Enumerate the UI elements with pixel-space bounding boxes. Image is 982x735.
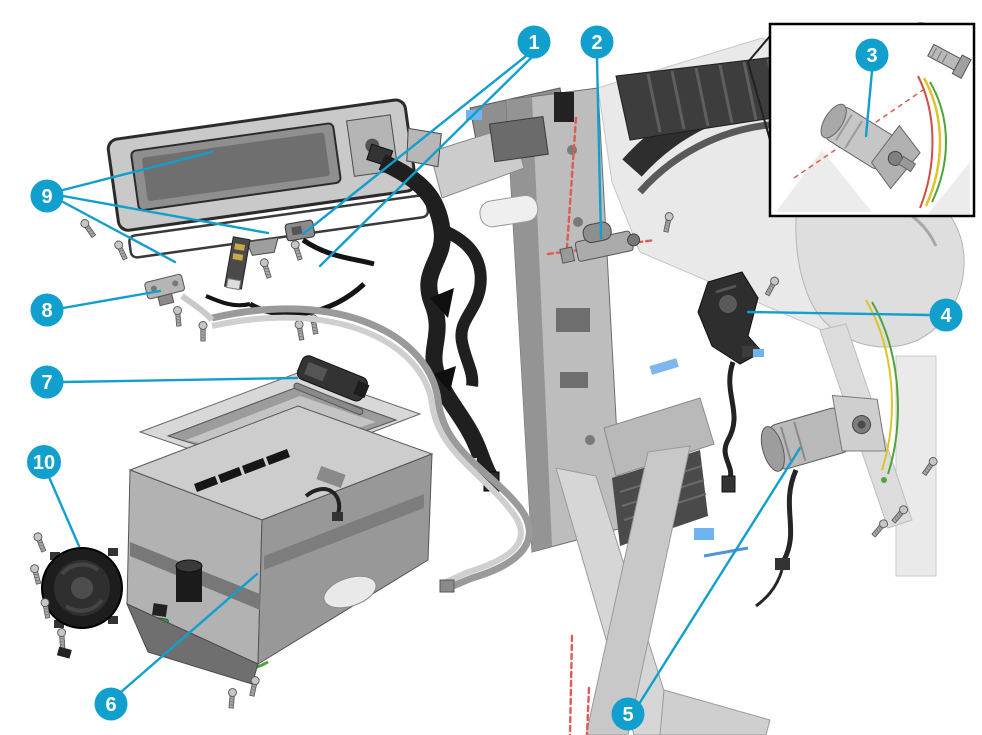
callout-7: 7 xyxy=(30,365,64,399)
cable-connector xyxy=(775,558,790,570)
callout-9-label: 9 xyxy=(41,186,52,208)
callout-10: 10 xyxy=(27,445,61,479)
sensor-cable xyxy=(301,237,375,267)
leader-lines xyxy=(47,54,931,706)
motor-cable xyxy=(781,468,799,562)
red-wire xyxy=(917,75,934,209)
leader-line-6 xyxy=(119,572,259,694)
top-cover-assembly xyxy=(106,98,442,259)
leader-line-9b xyxy=(61,194,270,235)
leader-line-3 xyxy=(864,69,874,138)
leader-line-9a xyxy=(61,150,214,192)
vacuum-fan xyxy=(41,547,123,629)
cutter-assembly xyxy=(697,271,764,493)
callout-6: 6 xyxy=(94,687,128,721)
cable-tail xyxy=(205,294,251,308)
ink-slot xyxy=(218,467,242,483)
access-pocket xyxy=(323,575,377,609)
leader-line-5 xyxy=(637,446,802,706)
callouts: 1 2 3 4 5 6 7 8 xyxy=(27,25,963,731)
tube-connector xyxy=(439,579,455,593)
callout-5: 5 xyxy=(611,697,645,731)
callout-8: 8 xyxy=(30,293,64,327)
leader-line-2 xyxy=(595,56,603,240)
ink-slot xyxy=(266,449,290,465)
sensor xyxy=(284,219,316,242)
leader-line-1b xyxy=(318,56,533,268)
callout-6-label: 6 xyxy=(105,694,116,716)
callout-4: 4 xyxy=(929,298,963,332)
leader-line-7 xyxy=(61,376,299,384)
damper xyxy=(293,355,370,416)
callout-2-label: 2 xyxy=(591,32,602,54)
cutter-cable xyxy=(722,361,737,479)
ink-tubes xyxy=(180,293,533,593)
leader-line-9c xyxy=(61,200,177,264)
stand-leg xyxy=(585,445,691,735)
carriage-assembly xyxy=(126,371,434,685)
hinge-bracket xyxy=(144,273,185,307)
callout-1-label: 1 xyxy=(528,32,539,54)
green-wire xyxy=(871,301,899,475)
callout-1: 1 xyxy=(517,25,551,59)
blue-tape xyxy=(649,358,679,375)
leader-line-10 xyxy=(47,475,81,548)
line-sensor-assembly xyxy=(559,221,641,264)
fan-connector xyxy=(56,646,72,659)
spindle-roller xyxy=(479,195,539,228)
callout-3-label: 3 xyxy=(866,45,877,67)
callout-3: 3 xyxy=(855,38,889,72)
paper-axis-motor xyxy=(820,103,921,190)
cable-harness xyxy=(366,143,500,492)
blue-clip xyxy=(694,528,714,540)
pcb xyxy=(224,236,251,291)
callout-5-label: 5 xyxy=(622,704,633,726)
bolt xyxy=(927,43,972,79)
leader-line-8 xyxy=(61,289,162,310)
callout-9: 9 xyxy=(30,179,64,213)
yellow-wire xyxy=(865,299,893,471)
ink-slot xyxy=(242,458,266,474)
yellow-wire xyxy=(922,77,942,207)
callout-7-label: 7 xyxy=(41,372,52,394)
service-station-motor xyxy=(755,394,887,608)
callout-10-label: 10 xyxy=(33,452,55,474)
leader-line-1a xyxy=(301,54,528,236)
stand-foot xyxy=(659,689,771,735)
green-connector xyxy=(881,477,887,483)
green-wire xyxy=(929,81,947,203)
callout-8-label: 8 xyxy=(41,300,52,322)
leader-line-4 xyxy=(746,310,931,317)
ink-slot xyxy=(194,476,218,492)
callout-2: 2 xyxy=(580,25,614,59)
callout-4-label: 4 xyxy=(940,305,952,327)
cable-connector xyxy=(721,475,736,493)
